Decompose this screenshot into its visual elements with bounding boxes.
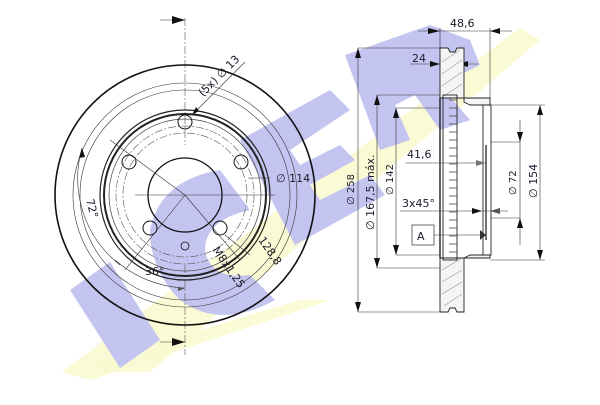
cooling-vanes xyxy=(442,94,458,261)
bolt-hole xyxy=(177,114,193,130)
pcd-label: ∅ 114 xyxy=(276,172,310,185)
datum-triangle-icon xyxy=(480,230,486,240)
chamfer-label: 3x45° xyxy=(402,197,435,210)
outer-diameter-label: ∅ 258 xyxy=(346,174,357,205)
section-arrow-top-icon xyxy=(172,16,185,24)
disc-section-bottom xyxy=(439,254,491,313)
hub-wall xyxy=(482,104,492,256)
icer-watermark xyxy=(62,25,540,380)
disc-thickness-label: 24 xyxy=(412,52,426,65)
section-arrow-bottom-icon xyxy=(172,338,185,346)
watermark-letter-c xyxy=(150,170,275,315)
overall-height-label: 48,6 xyxy=(450,17,475,30)
bolt-holes xyxy=(121,114,249,251)
watermark-letter-i xyxy=(70,262,160,368)
angle-36-label: 36° xyxy=(145,265,165,278)
bolt-hole xyxy=(233,154,249,170)
bolt-hole xyxy=(212,220,228,236)
datum-label: A xyxy=(417,230,425,243)
angle-72-label: 72° xyxy=(83,197,101,219)
hub-outer-diameter-label: ∅ 142 xyxy=(385,164,396,195)
disc-section-top xyxy=(439,47,491,106)
center-bore-label: ∅ 72 xyxy=(508,170,519,195)
offset-label: 41,6 xyxy=(407,148,432,161)
section-view: 48,6 24 xyxy=(346,17,545,313)
thread-hole xyxy=(180,241,190,251)
bolt-hole xyxy=(142,220,158,236)
disc-outer-edge xyxy=(54,64,316,326)
bolt-hole xyxy=(121,154,137,170)
max-wear-diameter-label: ∅ 167,5 máx. xyxy=(364,154,377,230)
hub-diameter-label: ∅ 154 xyxy=(527,164,540,198)
